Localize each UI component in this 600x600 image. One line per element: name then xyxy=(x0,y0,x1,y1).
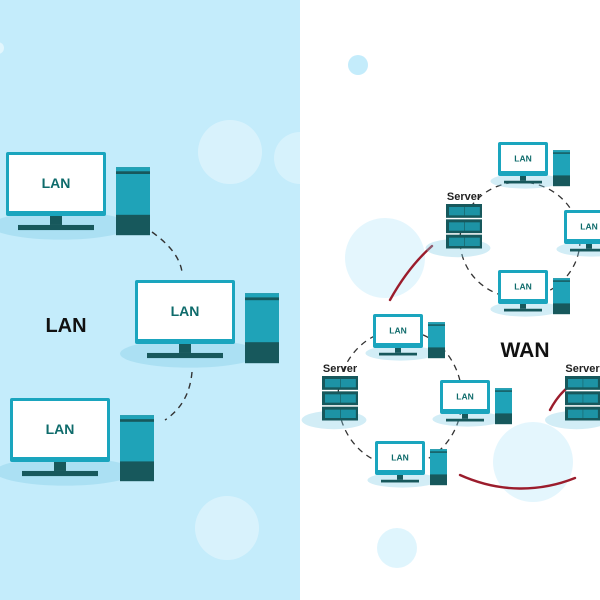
monitor-screen xyxy=(443,383,487,409)
monitor-base xyxy=(147,352,223,359)
server-label: Server xyxy=(323,363,358,375)
monitor-screen xyxy=(501,145,545,171)
lan-title: LAN xyxy=(45,315,86,337)
computer-label: LAN xyxy=(46,421,75,437)
pc-tower-panel xyxy=(553,153,570,176)
computer-label: LAN xyxy=(456,392,473,402)
monitor-base xyxy=(570,248,600,252)
lan-computer-3: LAN xyxy=(0,398,154,486)
monitor-stand xyxy=(50,216,62,225)
computer-label: LAN xyxy=(580,222,597,232)
monitor-base xyxy=(504,180,542,184)
pc-tower-panel xyxy=(116,174,150,215)
right-panel-background xyxy=(300,0,600,600)
wan1-computer-2: LAN xyxy=(556,210,600,257)
wan-title: WAN xyxy=(501,339,550,362)
monitor-screen xyxy=(501,273,545,299)
wan2-computer-2: LAN xyxy=(432,380,512,427)
monitor-base xyxy=(504,308,542,312)
monitor-stand xyxy=(397,475,403,480)
lan-computer-2: LAN xyxy=(120,280,279,368)
lan-computer-1: LAN xyxy=(0,152,150,240)
pc-tower-panel xyxy=(553,281,570,304)
monitor-stand xyxy=(462,414,468,419)
decorative-circles xyxy=(0,42,573,568)
monitor-stand xyxy=(395,348,401,353)
pc-tower-panel xyxy=(495,391,512,414)
server-wan-right: Server xyxy=(545,363,600,430)
monitor-screen xyxy=(567,213,600,239)
monitor-base xyxy=(446,418,484,422)
wan1-computer-3: LAN xyxy=(490,270,570,317)
pc-tower-panel xyxy=(245,300,279,343)
wan2-computer-1: LAN xyxy=(365,314,445,361)
monitor-base xyxy=(18,224,94,231)
monitor-stand xyxy=(586,244,592,249)
computer-label: LAN xyxy=(389,326,406,336)
computer-label: LAN xyxy=(42,175,71,191)
monitor-screen xyxy=(378,444,422,470)
wan2-computer-3: LAN xyxy=(367,441,447,488)
wan1-computer-1: LAN xyxy=(490,142,570,189)
monitor-base xyxy=(381,479,419,483)
computer-label: LAN xyxy=(391,453,408,463)
monitor-screen xyxy=(376,317,420,343)
pc-tower-panel xyxy=(430,452,447,475)
computer-label: LAN xyxy=(514,154,531,164)
monitor-screen xyxy=(13,401,107,457)
monitor-base xyxy=(379,352,417,356)
monitor-stand xyxy=(520,304,526,309)
monitor-stand xyxy=(54,462,66,471)
lan-connection-lines xyxy=(151,231,193,421)
monitor-screen xyxy=(9,155,103,211)
monitor-screen xyxy=(138,283,232,339)
server-label: Server xyxy=(447,191,482,203)
monitor-stand xyxy=(520,176,526,181)
server-wan-left: Server xyxy=(301,363,367,430)
pc-tower-panel xyxy=(120,421,154,462)
pc-tower-panel xyxy=(428,325,445,348)
computer-label: LAN xyxy=(514,282,531,292)
computer-label: LAN xyxy=(171,303,200,319)
monitor-stand xyxy=(179,344,191,353)
monitor-base xyxy=(22,470,98,477)
server-label: Server xyxy=(565,363,600,375)
server-wan-top: Server xyxy=(425,191,491,258)
